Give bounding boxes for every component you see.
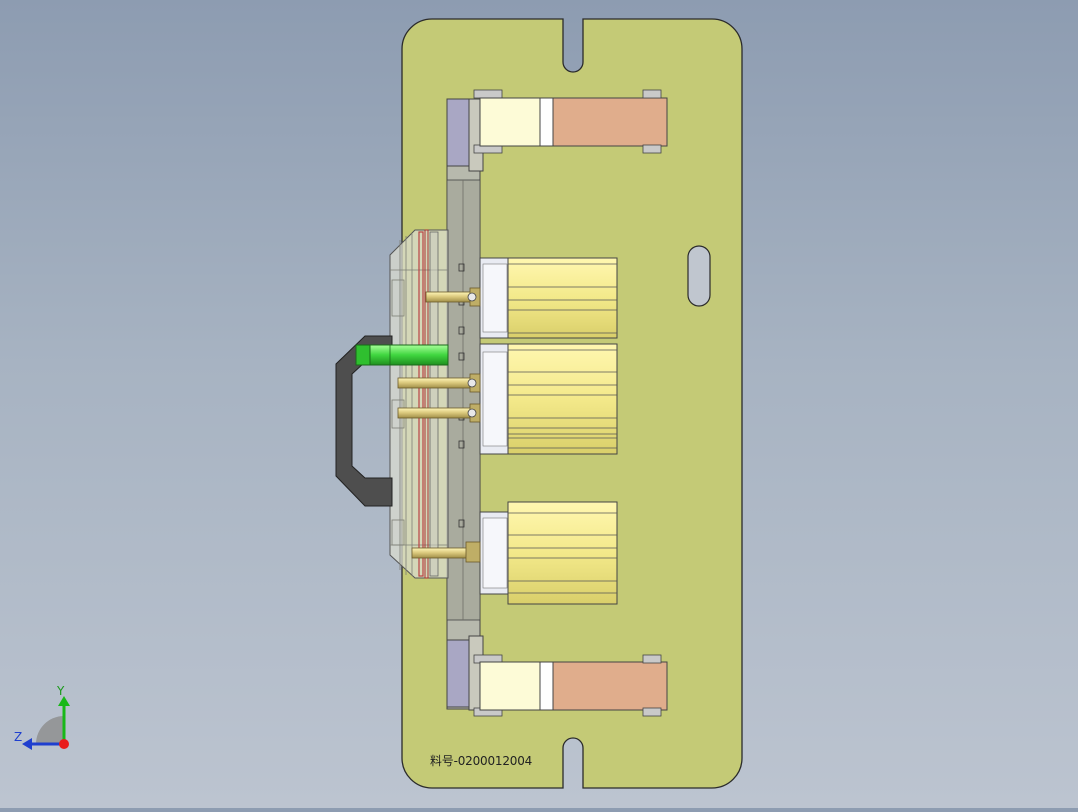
bottom-clamp xyxy=(446,635,668,717)
triad-graphic xyxy=(22,696,70,750)
workpiece-block xyxy=(389,229,449,579)
plate-slot xyxy=(687,245,711,307)
y-axis-label: Y xyxy=(57,684,65,698)
part-number-label: 料号-0200012004 xyxy=(430,754,533,768)
air-cylinder-2 xyxy=(479,343,618,455)
top-clamp xyxy=(446,89,668,172)
air-cylinder-1 xyxy=(479,257,618,339)
z-axis-label: Z xyxy=(14,730,23,744)
orientation-triad[interactable]: Y Z xyxy=(14,684,80,754)
highlighted-pin xyxy=(355,344,449,366)
air-cylinder-3 xyxy=(479,501,618,605)
